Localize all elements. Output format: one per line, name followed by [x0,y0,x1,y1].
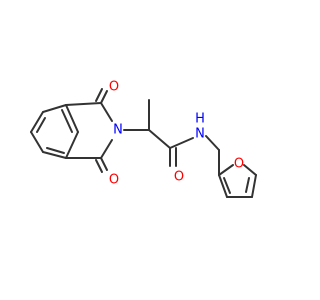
nitrogen-atom-label: N [113,123,123,138]
imide-ring [65,102,113,159]
furan-ring [218,164,257,198]
side-chain [123,99,220,176]
oxygen-atom-label: O [234,157,244,172]
oxygen-atom-label: O [174,170,184,185]
imide-carbonyls [95,88,108,173]
oxygen-atom-label: O [109,173,119,188]
benzene-ring [30,104,79,159]
hydrogen-atom-label: H [195,112,205,127]
molecule-structure-diagram: O O N O N H O [30,80,257,198]
nitrogen-atom-label: N [195,127,205,142]
oxygen-atom-label: O [109,80,119,95]
